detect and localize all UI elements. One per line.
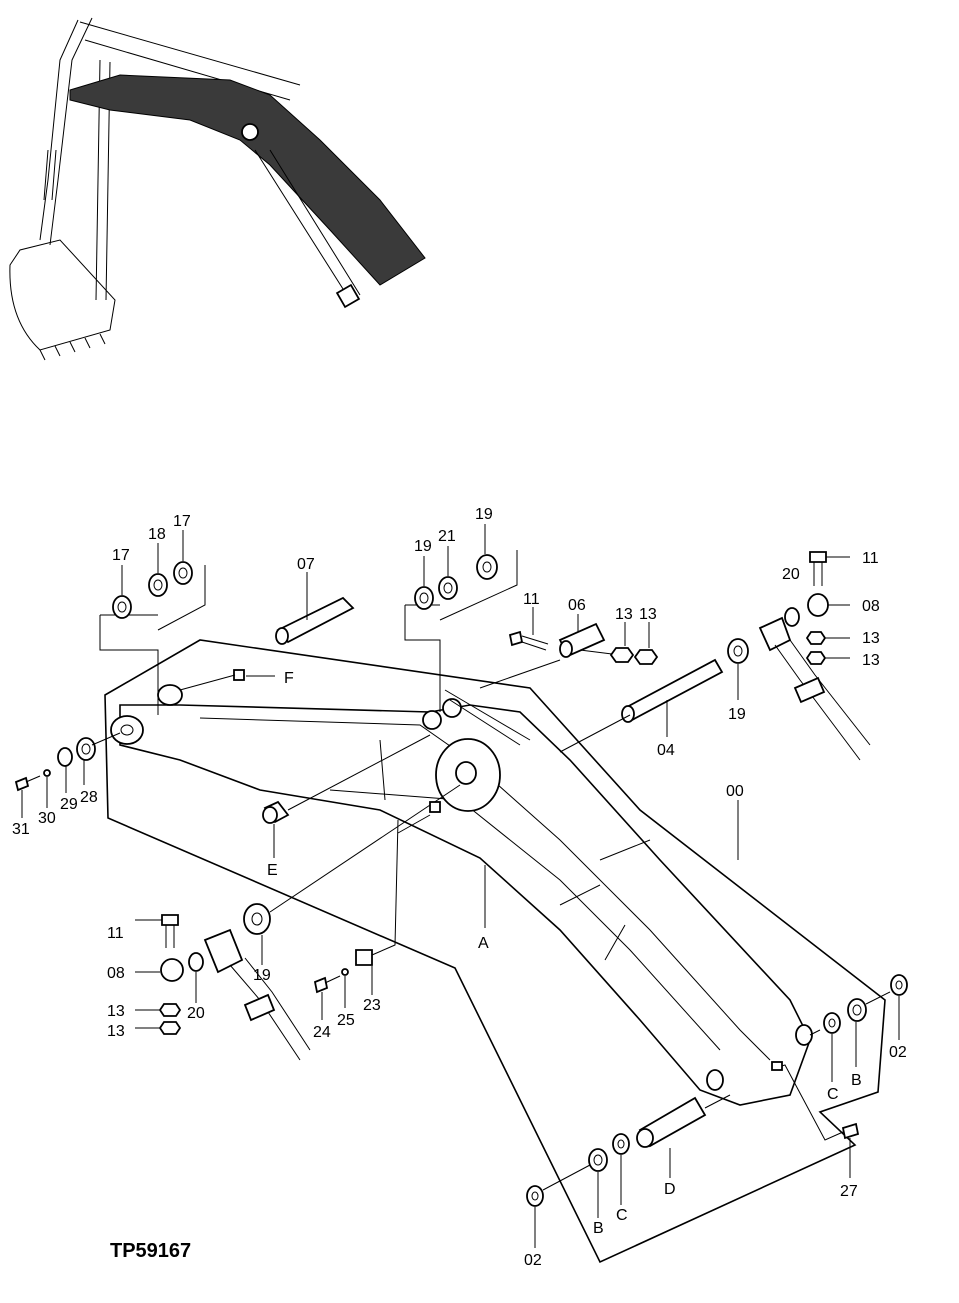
nut-13-e xyxy=(158,1003,182,1017)
bushing-C-right xyxy=(823,1012,841,1034)
callout-04: 04 xyxy=(657,742,675,759)
callout-00: 00 xyxy=(726,783,744,800)
boom-cylinder-head-end xyxy=(203,928,244,974)
callout-B-right: B xyxy=(851,1072,862,1089)
washer-17-right xyxy=(173,561,193,585)
callout-23: 23 xyxy=(363,997,381,1014)
callout-24: 24 xyxy=(313,1024,331,1041)
callout-31: 31 xyxy=(12,821,30,838)
callout-11-mid: 11 xyxy=(523,591,540,608)
callout-02-left: 02 xyxy=(524,1252,542,1269)
callout-27: 27 xyxy=(840,1183,858,1200)
pin-04 xyxy=(623,658,724,722)
washer-28 xyxy=(76,737,96,761)
callout-13-a: 13 xyxy=(615,606,633,623)
washer-19-c xyxy=(727,638,749,664)
pin-07 xyxy=(276,596,355,644)
leader-lines xyxy=(21,524,900,1248)
callout-labels: 00 A B B C C D E F 02 02 04 06 07 08 08 … xyxy=(12,506,907,1269)
lockwasher-30 xyxy=(43,769,51,777)
callout-B-left: B xyxy=(593,1220,604,1237)
callout-20-right: 20 xyxy=(782,566,800,583)
callout-18: 18 xyxy=(148,526,166,543)
bolt-11-left xyxy=(161,914,179,926)
callout-07: 07 xyxy=(297,556,315,573)
callout-29: 29 xyxy=(60,796,78,813)
washer-20-right xyxy=(784,607,800,627)
seal-02-left xyxy=(526,1185,544,1207)
callout-19-c: 19 xyxy=(728,706,746,723)
parts-upper-right xyxy=(559,551,871,761)
washer-19-a xyxy=(414,586,434,610)
callout-28: 28 xyxy=(80,789,98,806)
callout-17-left: 17 xyxy=(112,547,130,564)
callout-30: 30 xyxy=(38,810,56,827)
callout-21: 21 xyxy=(438,528,456,545)
callout-11-left: 11 xyxy=(107,925,124,942)
callout-C-right: C xyxy=(827,1086,839,1103)
callout-08-right: 08 xyxy=(862,598,880,615)
nut-13-a xyxy=(609,647,635,663)
nut-13-b xyxy=(633,649,659,665)
plate-23 xyxy=(355,949,373,966)
collar-08-left xyxy=(160,958,184,982)
callout-08-left: 08 xyxy=(107,965,125,982)
bushing-B-right xyxy=(847,998,867,1022)
callout-13-d: 13 xyxy=(862,652,880,669)
parts-upper-middle xyxy=(404,550,659,712)
boom-assembly-outline xyxy=(104,639,886,1264)
callout-A: A xyxy=(478,935,489,952)
seal-02-right xyxy=(890,974,908,996)
nut-13-d xyxy=(805,651,827,665)
callout-13-c: 13 xyxy=(862,630,880,647)
boom-highlighted xyxy=(69,74,426,286)
callout-C-left: C xyxy=(616,1207,628,1224)
callout-19-d: 19 xyxy=(253,967,271,984)
callout-20-left: 20 xyxy=(187,1005,205,1022)
plate-29 xyxy=(57,747,73,767)
nut-13-c xyxy=(805,631,827,645)
bushing-C-left xyxy=(612,1133,630,1155)
callout-19-a: 19 xyxy=(414,538,432,555)
callout-06: 06 xyxy=(568,597,586,614)
callout-E: E xyxy=(267,862,278,879)
callout-25: 25 xyxy=(337,1012,355,1029)
washer-19-d xyxy=(243,903,271,935)
collar-08-right xyxy=(807,593,829,617)
parts-left-foot xyxy=(14,561,431,824)
callout-02-right: 02 xyxy=(889,1044,907,1061)
bolt-24 xyxy=(313,976,329,994)
lockwasher-25 xyxy=(341,968,349,976)
callout-13-f: 13 xyxy=(107,1023,125,1040)
callout-13-e: 13 xyxy=(107,1003,125,1020)
shim-21 xyxy=(438,576,458,600)
callout-D: D xyxy=(664,1181,676,1198)
callout-F: F xyxy=(284,670,294,687)
parts-lower-right xyxy=(526,974,908,1207)
washer-20-left xyxy=(188,952,204,972)
callout-19-b: 19 xyxy=(475,506,493,523)
excavator-overview-illustration xyxy=(9,17,426,361)
shim-18 xyxy=(148,573,168,597)
grease-fitting-27 xyxy=(841,1122,860,1140)
callout-13-b: 13 xyxy=(639,606,657,623)
callout-17-right: 17 xyxy=(173,513,191,530)
bolt-31 xyxy=(14,776,30,792)
figure-id: TP59167 xyxy=(110,1240,192,1262)
bolt-11-mid xyxy=(508,630,524,647)
bushing-B-left xyxy=(588,1148,608,1172)
parts-lower-left xyxy=(135,784,461,1061)
washer-19-b xyxy=(476,554,498,580)
nut-13-f xyxy=(158,1021,182,1035)
washer-17-left xyxy=(112,595,132,619)
bolt-11-right xyxy=(809,551,827,563)
callout-11-right: 11 xyxy=(862,550,879,567)
